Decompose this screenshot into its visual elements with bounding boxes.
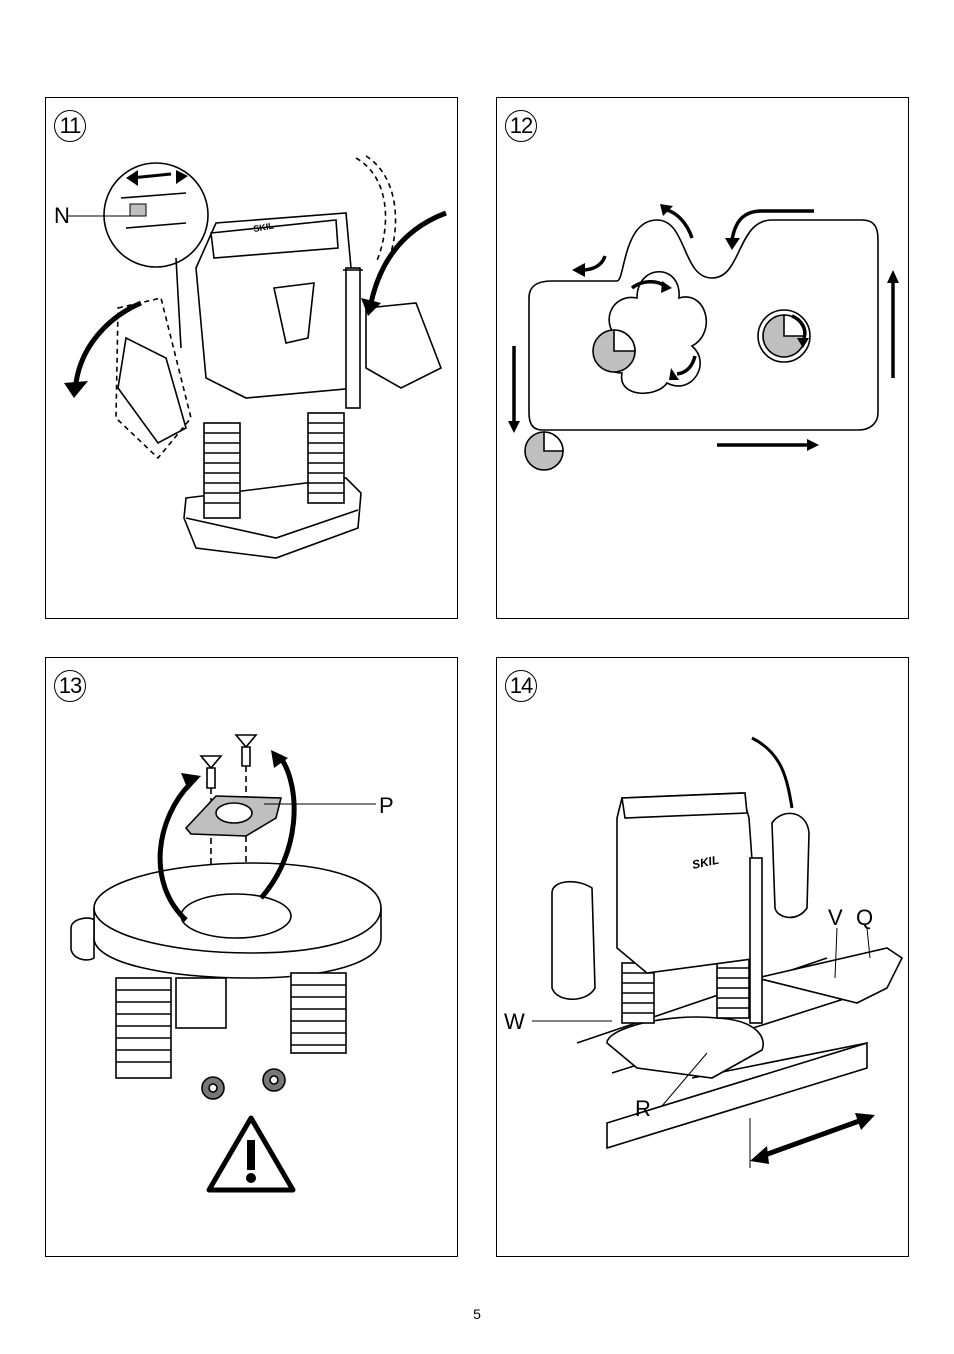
figure-13: 13 — [45, 657, 458, 1257]
label-r: R — [635, 1098, 651, 1120]
routing-direction-diagram — [497, 98, 908, 618]
page-number: 5 — [0, 1306, 954, 1322]
label-w: W — [504, 1011, 525, 1033]
label-v: V — [828, 907, 843, 929]
label-p: P — [379, 795, 394, 817]
figure-14: 14 — [496, 657, 909, 1257]
base-plate-assembly-illustration — [46, 658, 457, 1256]
label-n: N — [54, 205, 70, 227]
router-handle-illustration: SKIL — [46, 98, 457, 618]
figure-12: 12 — [496, 97, 909, 619]
router-guide-illustration: SKIL — [497, 658, 908, 1256]
label-q: Q — [856, 907, 873, 929]
figure-11: 11 — [45, 97, 458, 619]
